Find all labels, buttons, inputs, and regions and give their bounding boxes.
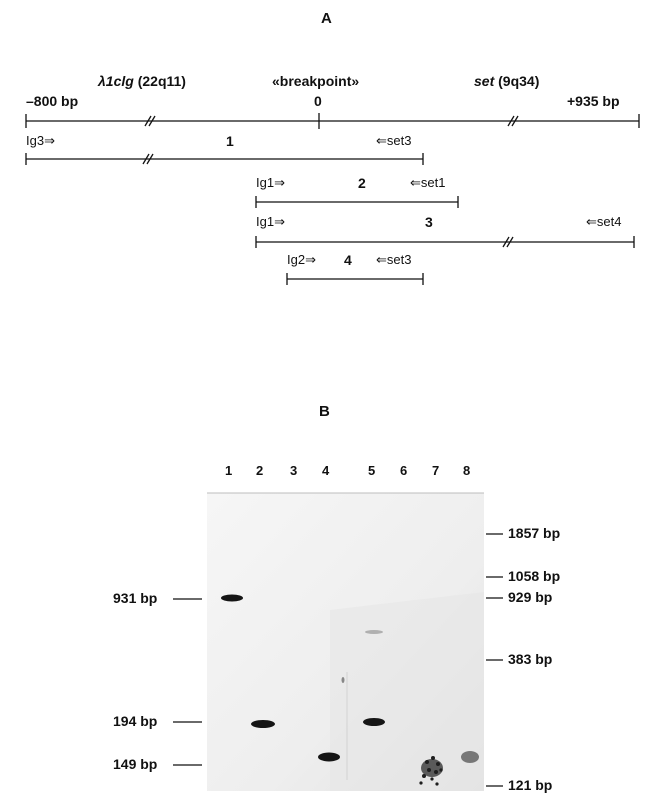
lane-label-7: 7 [432,463,440,478]
left-marker-194: 194 bp [113,713,158,729]
lane-label-1: 1 [225,463,233,478]
product-2-number: 2 [358,175,366,191]
lane-label-2: 2 [256,463,264,478]
lane-label-4: 4 [322,463,330,478]
product-4-reverse-primer: ⇐set3 [376,252,412,267]
product-3-reverse-primer: ⇐set4 [586,214,622,229]
band-lane5-faint [365,630,383,634]
band-lane2-194 [251,720,275,728]
scale-right-label: +935 bp [567,93,620,109]
right-marker-1857: 1857 bp [508,525,561,541]
right-marker-121: 121 bp [508,777,553,793]
panel-b-label: B [319,403,330,420]
left-gene-header: λ1clg (22q11) [98,73,186,89]
right-marker-1058: 1058 bp [508,568,561,584]
product-1-number: 1 [226,133,234,149]
scale-left-label: –800 bp [26,93,79,109]
product-1-reverse-primer: ⇐set3 [376,133,412,148]
lane-label-6: 6 [400,463,408,478]
breakpoint-label: «breakpoint» [272,73,360,89]
product-2-reverse-primer: ⇐set1 [410,175,446,190]
right-gene-header: set (9q34) [474,73,539,89]
right-marker-929: 929 bp [508,589,553,605]
product-4-number: 4 [344,252,352,268]
left-gene-locus: (22q11) [137,73,186,89]
scale-center-label: 0 [314,93,322,109]
right-gene-name: set [474,73,495,89]
product-2-forward-primer: Ig1⇒ [256,175,285,190]
panel-a-label: A [321,10,332,27]
left-marker-931: 931 bp [113,590,158,606]
product-4-forward-primer: Ig2⇒ [287,252,316,267]
product-1-forward-primer: Ig3⇒ [26,133,55,148]
lane-label-5: 5 [368,463,376,478]
right-gene-locus: (9q34) [498,73,540,89]
lane-label-3: 3 [290,463,298,478]
band-lane4-149 [318,752,340,762]
smear-lane8 [461,751,479,763]
left-marker-149: 149 bp [113,756,158,772]
product-3-forward-primer: Ig1⇒ [256,214,285,229]
left-gene-name: λ1clg [98,73,134,89]
right-marker-383: 383 bp [508,651,553,667]
product-3-number: 3 [425,214,433,230]
band-lane1-931 [221,594,243,602]
band-lane5-194 [363,718,385,726]
lane-label-8: 8 [463,463,471,478]
smear-lane7 [419,756,443,786]
